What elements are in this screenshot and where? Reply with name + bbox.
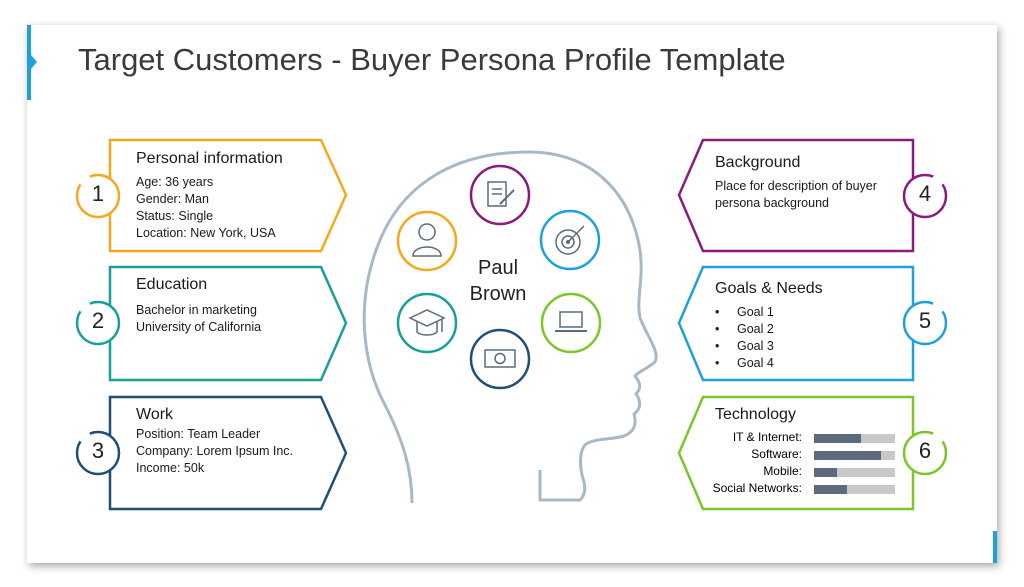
background-line-2: persona background bbox=[715, 196, 829, 210]
persona-name: Paul Brown bbox=[458, 255, 538, 307]
section-number-2: 2 bbox=[91, 308, 105, 333]
background-details: Place for description of buyer persona b… bbox=[715, 178, 877, 212]
work-heading: Work bbox=[136, 406, 174, 423]
tech-row: IT & Internet: bbox=[690, 430, 900, 447]
section-number-1: 1 bbox=[91, 181, 105, 206]
number-circle-4 bbox=[902, 173, 948, 219]
tech-row: Mobile: bbox=[690, 464, 900, 481]
personal-gender: Gender: Man bbox=[136, 192, 209, 206]
number-circle-5 bbox=[902, 300, 948, 346]
tech-label: Social Networks: bbox=[712, 481, 802, 495]
tech-bar-track bbox=[814, 485, 895, 494]
number-circle-6 bbox=[902, 430, 948, 476]
goals-list: Goal 1 Goal 2 Goal 3 Goal 4 bbox=[715, 304, 774, 372]
personal-status: Status: Single bbox=[136, 209, 214, 223]
section-number-3: 3 bbox=[91, 438, 105, 463]
tech-bar-track bbox=[814, 434, 895, 443]
work-company: Company: Lorem Ipsum Inc. bbox=[136, 444, 294, 458]
education-details: Bachelor in marketing University of Cali… bbox=[136, 302, 261, 336]
tech-row: Social Networks: bbox=[690, 481, 900, 498]
goals-heading: Goals & Needs bbox=[715, 280, 823, 297]
target-icon bbox=[539, 209, 601, 271]
personal-box bbox=[108, 138, 348, 253]
tech-bar-fill bbox=[814, 451, 882, 460]
tech-bar-fill bbox=[814, 485, 848, 494]
tech-row: Software: bbox=[690, 447, 900, 464]
tech-label: Mobile: bbox=[763, 464, 802, 478]
section-number-6: 6 bbox=[918, 438, 932, 463]
technology-heading: Technology bbox=[715, 406, 796, 423]
background-line-1: Place for description of buyer bbox=[715, 179, 877, 193]
personal-heading: Personal information bbox=[136, 150, 283, 167]
list-item: Goal 3 bbox=[715, 338, 774, 355]
tech-bar-fill bbox=[814, 434, 861, 443]
number-circle-3 bbox=[75, 430, 121, 476]
tech-label: Software: bbox=[751, 447, 802, 461]
tech-bar-track bbox=[814, 468, 895, 477]
tech-label: IT & Internet: bbox=[732, 430, 802, 444]
persona-first-name: Paul bbox=[477, 257, 519, 279]
work-details: Position: Team Leader Company: Lorem Ips… bbox=[136, 426, 293, 477]
education-university: University of California bbox=[136, 320, 262, 334]
money-icon bbox=[469, 328, 531, 390]
number-circle-1 bbox=[75, 173, 121, 219]
slide-title: Target Customers - Buyer Persona Profile… bbox=[78, 42, 786, 77]
list-item: Goal 1 bbox=[715, 304, 774, 321]
section-number-4: 4 bbox=[918, 181, 932, 206]
list-item: Goal 2 bbox=[715, 321, 774, 338]
education-degree: Bachelor in marketing bbox=[136, 303, 257, 317]
document-pen-icon bbox=[469, 164, 531, 226]
education-box bbox=[108, 265, 348, 382]
tech-bar-fill bbox=[814, 468, 838, 477]
education-heading: Education bbox=[136, 276, 208, 293]
personal-age: Age: 36 years bbox=[136, 175, 214, 189]
section-number-5: 5 bbox=[918, 308, 932, 333]
work-position: Position: Team Leader bbox=[136, 427, 261, 441]
work-income: Income: 50k bbox=[136, 461, 205, 475]
accent-bar-left bbox=[27, 25, 31, 100]
persona-last-name: Brown bbox=[469, 283, 527, 305]
number-circle-2 bbox=[75, 300, 121, 346]
accent-arrow bbox=[31, 55, 37, 69]
accent-bar-right bbox=[993, 531, 997, 563]
personal-location: Location: New York, USA bbox=[136, 226, 276, 240]
laptop-icon bbox=[540, 292, 602, 354]
tech-bar-track bbox=[814, 451, 895, 460]
background-box bbox=[677, 138, 915, 253]
work-box bbox=[108, 395, 348, 511]
goals-box bbox=[677, 265, 915, 382]
list-item: Goal 4 bbox=[715, 355, 774, 372]
head-outline bbox=[362, 150, 658, 504]
background-heading: Background bbox=[715, 154, 801, 171]
personal-details: Age: 36 years Gender: Man Status: Single… bbox=[136, 174, 276, 242]
technology-box bbox=[677, 395, 915, 511]
user-icon bbox=[396, 210, 458, 272]
graduation-cap-icon bbox=[396, 292, 458, 354]
